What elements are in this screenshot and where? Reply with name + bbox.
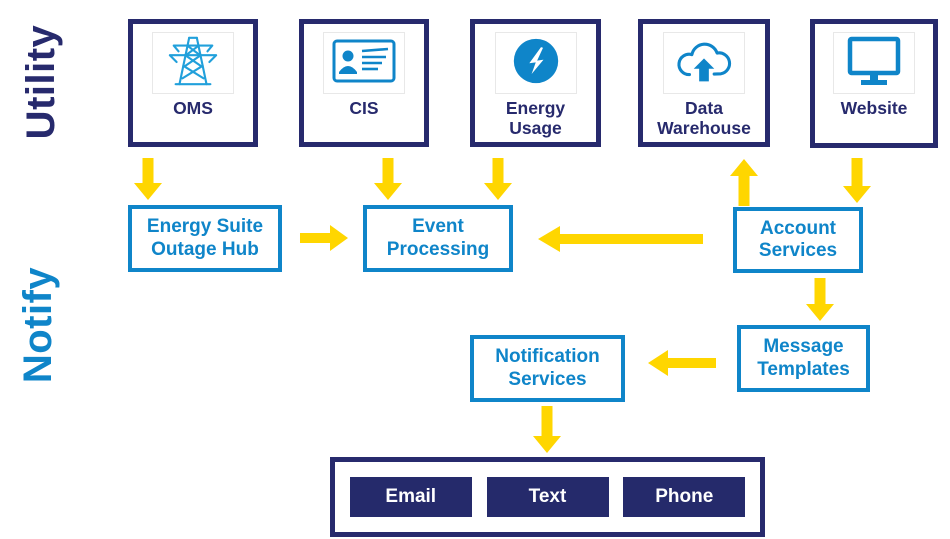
arrow-message-templates-to-notification-services: [648, 350, 716, 376]
node-energy-usage-label: Energy Usage: [505, 98, 566, 138]
arrow-website-to-account-services: [843, 158, 871, 203]
node-energy-usage: Energy Usage: [470, 19, 601, 147]
oms-icon-card: [152, 32, 234, 94]
arrow-energy-usage-to-event-processing: [484, 158, 512, 200]
website-icon-card: [833, 32, 915, 94]
arrow-account-services-to-event-processing: [538, 226, 703, 252]
node-event-processing: Event Processing: [363, 205, 513, 272]
energy-usage-icon-card: [494, 32, 577, 94]
node-oms: OMS: [128, 19, 258, 147]
node-energy-suite-outage-hub: Energy Suite Outage Hub: [128, 205, 282, 272]
node-notification-services: Notification Services: [470, 335, 625, 402]
node-oms-label: OMS: [173, 98, 213, 118]
transmission-tower-icon: [164, 34, 222, 93]
arrow-account-services-to-message-templates: [806, 278, 834, 321]
id-card-icon: [331, 36, 397, 91]
node-data-warehouse: Data Warehouse: [638, 19, 770, 147]
channel-email: Email: [349, 477, 472, 517]
node-cis: CIS: [299, 19, 429, 147]
channel-text: Text: [486, 477, 609, 517]
channels-container: Email Text Phone: [330, 457, 765, 537]
data-warehouse-icon-card: [663, 32, 745, 94]
channel-phone: Phone: [623, 477, 746, 517]
lightning-circle-icon: [509, 34, 563, 93]
arrow-notification-services-to-channels: [533, 406, 561, 453]
utility-section-label: Utility: [19, 24, 63, 140]
cloud-upload-icon: [673, 35, 735, 92]
monitor-icon: [844, 35, 904, 92]
arrow-oms-to-outage-hub: [134, 158, 162, 200]
arrow-outage-hub-to-event-processing: [300, 225, 348, 251]
arrow-account-services-to-data-warehouse: [730, 159, 758, 206]
arrow-cis-to-event-processing: [374, 158, 402, 200]
node-message-templates: Message Templates: [737, 325, 870, 392]
node-website-label: Website: [840, 98, 908, 118]
node-data-warehouse-label: Data Warehouse: [657, 98, 751, 138]
node-website: Website: [810, 19, 938, 148]
cis-icon-card: [323, 32, 405, 94]
notify-section-label: Notify: [16, 266, 60, 384]
node-account-services: Account Services: [733, 207, 863, 273]
node-cis-label: CIS: [349, 98, 379, 118]
